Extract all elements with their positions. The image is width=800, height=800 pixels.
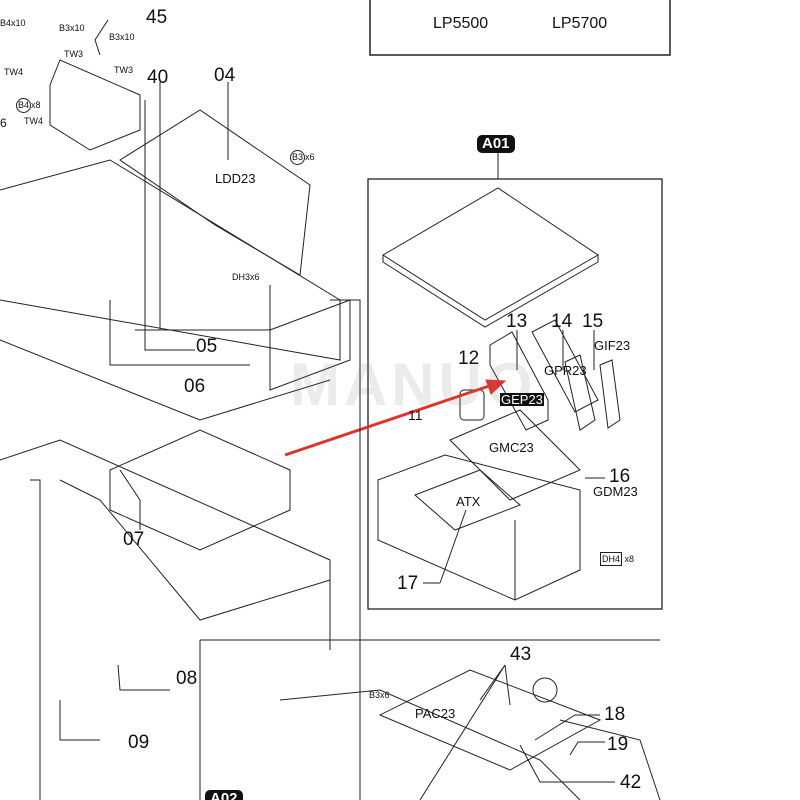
callout-40: 40 bbox=[147, 67, 169, 88]
callout-19: 19 bbox=[607, 734, 629, 755]
callout-6-partial: 6 bbox=[0, 116, 7, 130]
b3-qty: x6 bbox=[305, 152, 315, 162]
callout-17: 17 bbox=[397, 573, 419, 594]
callout-08: 08 bbox=[176, 668, 198, 689]
watermark: MANUO bbox=[290, 351, 537, 418]
fastener-dh3x6: DH3x6 bbox=[232, 272, 260, 282]
section-badge-a02[interactable]: A02 bbox=[205, 790, 243, 800]
callout-15: 15 bbox=[582, 311, 604, 332]
callout-43: 43 bbox=[510, 644, 532, 665]
callout-16: 16 bbox=[609, 466, 631, 487]
callout-42: 42 bbox=[620, 772, 642, 793]
cover-plate bbox=[382, 187, 599, 321]
board-atx: ATX bbox=[456, 494, 481, 509]
callout-13: 13 bbox=[506, 311, 528, 332]
fastener-tw4-mid: TW4 bbox=[24, 116, 43, 126]
gep-board bbox=[489, 331, 549, 431]
board-ldd23: LDD23 bbox=[215, 171, 256, 186]
callout-06: 06 bbox=[184, 376, 206, 397]
a01-group-box bbox=[367, 178, 663, 610]
callout-07: 07 bbox=[123, 529, 145, 550]
fastener-b3x10-right: B3x10 bbox=[109, 32, 135, 42]
fastener-tw4-top: TW4 bbox=[4, 67, 23, 77]
callout-18: 18 bbox=[604, 704, 626, 725]
power-box bbox=[49, 59, 141, 151]
dh4-icon: DH4 bbox=[600, 552, 623, 566]
model-lp5500: LP5500 bbox=[433, 15, 489, 32]
red-arrow bbox=[284, 383, 493, 457]
ldd-board bbox=[119, 109, 311, 276]
fastener-tw3-left: TW3 bbox=[64, 49, 83, 59]
section-badge-a01[interactable]: A01 bbox=[477, 135, 515, 153]
fastener-b3x10-left: B3x10 bbox=[59, 23, 85, 33]
fastener-dh4-x8: DH4 x8 bbox=[600, 552, 635, 566]
callout-09: 09 bbox=[128, 732, 150, 753]
b4-qty: x8 bbox=[31, 100, 41, 110]
board-gif23: GIF23 bbox=[594, 338, 631, 353]
pac-board bbox=[378, 669, 602, 771]
model-box bbox=[369, 0, 671, 56]
fastener-tw3-right: TW3 bbox=[114, 65, 133, 75]
board-gmc23: GMC23 bbox=[489, 440, 534, 455]
callout-05: 05 bbox=[196, 336, 218, 357]
b4-screw-icon: B4 bbox=[16, 98, 32, 113]
model-lp5700: LP5700 bbox=[552, 15, 608, 32]
callout-04: 04 bbox=[214, 65, 236, 86]
atx-chassis bbox=[377, 454, 581, 601]
callout-14: 14 bbox=[551, 311, 573, 332]
board-pac23: PAC23 bbox=[415, 706, 456, 721]
callout-11: 11 bbox=[408, 407, 423, 423]
b3-screw-icon: B3 bbox=[290, 150, 306, 165]
fastener-b4x10: B4x10 bbox=[0, 18, 26, 28]
board-gep23: GEP23 bbox=[500, 392, 544, 407]
callout-45: 45 bbox=[146, 7, 168, 28]
dh4-qty: x8 bbox=[624, 554, 635, 564]
board-gdm23: GDM23 bbox=[593, 484, 638, 499]
fastener-b3x6: B3x6 bbox=[369, 690, 390, 700]
board-gpr23: GPR23 bbox=[544, 363, 587, 378]
callout-12: 12 bbox=[458, 348, 480, 369]
